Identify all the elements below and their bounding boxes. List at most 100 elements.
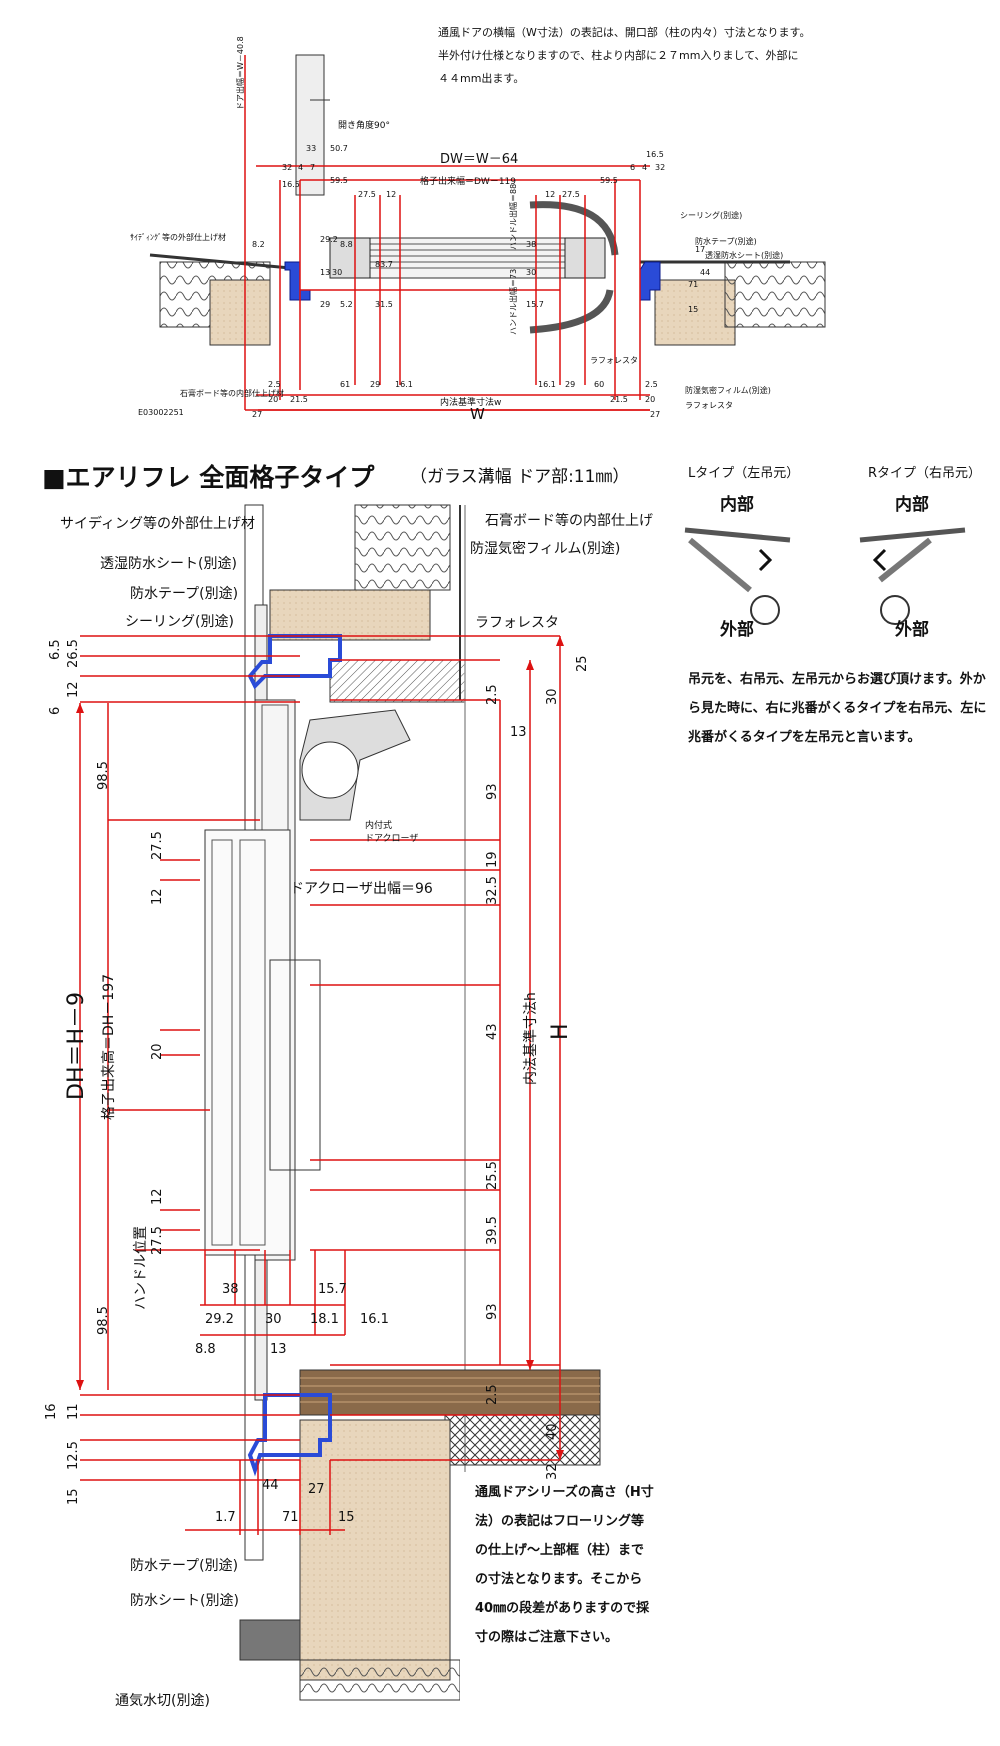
hinge-description: 吊元を、右吊元、左吊元からお選び頂けます。外から見た時に、右に兆番がくるタイプを… [688,672,987,745]
section-dim-left: 27.5 [150,831,165,860]
plan-stile-left [329,237,371,279]
section-lattice-panel [204,829,291,1256]
section-closer-width: ドアクローザ出幅＝96 [290,881,433,897]
plan-dim: 16.1 [395,380,413,389]
section-dim-left: 6 [48,706,63,715]
section-dh-label: DH＝H－9 [64,991,89,1100]
plan-dim: 8.2 [252,240,265,249]
plan-inner-std-label: 内法基準寸法w [440,398,502,408]
plan-wptape-label: 防水テープ(別途) [695,237,757,246]
section-dim-right: 13 [510,725,527,740]
plan-dim: 59.5 [600,176,618,185]
section-gypsum-label: 石膏ボード等の内部仕上げ [485,513,653,529]
section-dim-bottom: 13 [270,1342,287,1357]
section-wpsheet-label: 透湿防水シート(別途) [100,556,237,572]
plan-dim: 4 [642,163,648,172]
plan-dim: 27.5 [562,190,580,199]
plan-dim: 8.8 [340,240,353,249]
hinge-l-type: Lタイプ（左吊元） [688,466,800,481]
section-head-hatch [329,659,466,703]
plan-dim: 21.5 [610,395,628,404]
hinge-r-inside: 内部 [895,495,929,515]
section-dim-right: 93 [485,783,500,800]
plan-dim: 31.5 [375,300,393,309]
section-dim-bottom: 27 [308,1482,325,1497]
plan-dim: 12 [545,190,556,199]
plan-handle-lower [529,289,614,334]
section-dim-left: 11 [66,1403,81,1420]
plan-dim: 17 [695,245,706,254]
section-dim-right: 43 [485,1023,500,1040]
plan-handle-upper [529,201,619,256]
section-dim-bottom: 29.2 [205,1312,234,1327]
plan-dim: 32 [655,163,666,172]
section-dim-right: 2.5 [485,1384,500,1405]
section-dim-left: 6.5 [48,639,63,660]
section-dim-left: 12.5 [66,1441,81,1470]
plan-door-leaf [329,237,601,279]
plan-dim: 16.5 [282,180,300,189]
section-dim-bottom: 15.7 [318,1282,347,1297]
section-lattice-height: 格子出来高＝DH－197 [101,973,117,1120]
section-dim-left: 15 [66,1488,81,1505]
section-dim-bottom: 15 [338,1510,355,1525]
section-H-label: H [548,1023,573,1040]
plan-frame-left [284,261,311,301]
section-dim-bottom: 38 [222,1282,239,1297]
plan-dim: 71 [688,280,699,289]
plan-dim: 50.7 [330,144,348,153]
section-dim-right: 30 [545,688,560,705]
plan-dim: 20 [268,395,279,404]
plan-handle-h1: ハンドル出幅＝88 [509,183,518,250]
section-closer-label: 内付式 ドアクローザ [365,821,419,844]
plan-dim: 27 [650,410,661,419]
section-dim-bottom: 16.1 [360,1312,389,1327]
section-laforesta-label: ラフォレスタ [475,615,559,631]
plan-dim: 38 [526,240,537,249]
plan-dim: 7 [310,163,316,172]
hinge-r-outside: 外部 [895,620,929,640]
plan-dim: 27 [252,410,263,419]
hinge-l-diagram [684,527,791,625]
plan-open-angle: 開き角度90° [338,121,390,131]
section-dim-right: 2.5 [485,684,500,705]
section-dim-bottom: 18.1 [310,1312,339,1327]
section-vent-label: 通気水切(別途) [115,1693,210,1709]
section-dim-left: 16 [44,1403,59,1420]
section-dim-bottom: 30 [265,1312,282,1327]
section-subfloor [444,1414,601,1466]
section-wptape-label: 防水テープ(別途) [130,586,239,602]
section-title: ■エアリフレ 全面格子タイプ [42,463,375,492]
section-dim-right: 40 [545,1423,560,1440]
hinge-r-diagram [859,527,966,625]
section-dim-bottom: 71 [282,1510,299,1525]
section-dim-left: 26.5 [66,639,81,668]
plan-siding-label: ｻｲﾃﾞｨﾝｸﾞ等の外部仕上げ材 [130,233,226,242]
plan-gypsum-label: 石膏ボード等の内部仕上げ材 [180,389,284,398]
plan-dim: 33 [306,144,317,153]
plan-door-width-label: ドア出幅＝W－40.8 [236,36,245,110]
plan-dim: 29 [320,300,331,309]
plan-sealing-label: シーリング(別途) [680,211,743,220]
plan-dim: 30 [526,268,537,277]
plan-dim: 4 [298,163,304,172]
plan-lattice-width: 格子出来幅＝DW－119 [420,177,517,187]
hinge-r-type: Rタイプ（右吊元） [868,466,982,481]
section-dim-left: 98.5 [96,761,111,790]
section-insulation-top [354,504,451,591]
plan-code: E03002251 [138,408,184,417]
section-dim-bottom: 8.8 [195,1342,216,1357]
section-dim-bottom: 44 [262,1478,279,1493]
section-dim-right: 39.5 [485,1216,500,1245]
section-dim-left: 27.5 [150,1226,165,1255]
plan-dim: 83.7 [375,260,393,269]
plan-dim: 2.5 [645,380,658,389]
plan-dim: 21.5 [290,395,308,404]
plan-dim: 16.5 [646,150,664,159]
plan-dim: 59.5 [330,176,348,185]
hinge-l-inside: 内部 [720,495,754,515]
section-dim-right: 19 [485,851,500,868]
top-note-line-1: 通風ドアの横幅（W寸法）の表記は、開口部（柱の内々）寸法となります。 [438,26,811,39]
section-inner-std-h: 内法基準寸法h [523,992,539,1085]
